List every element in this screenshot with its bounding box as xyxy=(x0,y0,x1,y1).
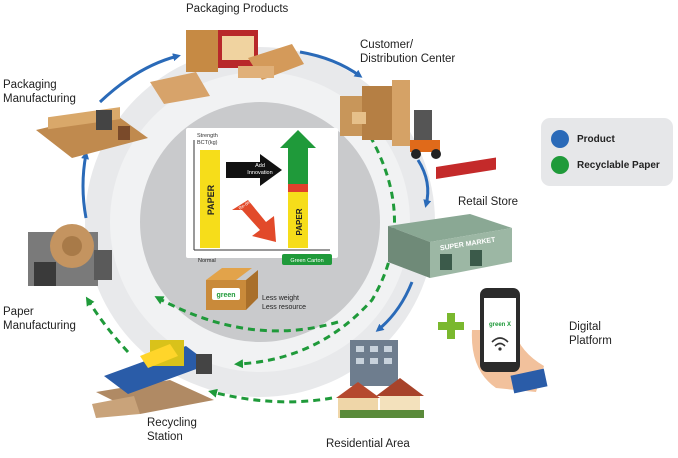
label-digital-platform-line2: Platform xyxy=(569,335,612,347)
label-customer-distribution-line2: Distribution Center xyxy=(360,53,456,65)
legend-dot-recyclable-paper xyxy=(551,156,569,174)
bar-right xyxy=(288,192,308,248)
x-axis-label: Normal xyxy=(198,258,216,264)
black-arrow-label-1: Add xyxy=(255,163,265,169)
label-paper-manufacturing-line2: Manufacturing xyxy=(3,320,76,332)
flow-arrow-products-to-distribution xyxy=(299,50,363,78)
paper-manufacturing-illustration xyxy=(28,224,112,286)
bar-right-label: PAPER xyxy=(295,208,304,235)
phone-brand: green X xyxy=(489,322,511,328)
label-customer-distribution-line1: Customer/ xyxy=(360,39,414,51)
legend-item-product: Product xyxy=(551,129,615,149)
recycle-arrow-residential-to-recycling xyxy=(208,388,333,404)
label-packaging-manufacturing: Packaging Manufacturing xyxy=(3,78,76,106)
legend-label-recyclable-paper: Recyclable Paper xyxy=(577,159,660,171)
label-digital-platform-line1: Digital xyxy=(569,321,601,333)
center-chart: Strength BCT(kg) PAPER Add Innovation PA… xyxy=(186,128,338,265)
label-packaging-manufacturing-line2: Manufacturing xyxy=(3,93,76,105)
red-arrow xyxy=(232,200,276,242)
green-carton-box: green xyxy=(206,268,258,310)
y-axis-label-1: Strength xyxy=(197,133,218,139)
bar-left xyxy=(200,150,220,248)
label-paper-manufacturing: Paper Manufacturing xyxy=(3,305,76,333)
label-packaging-products: Packaging Products xyxy=(186,3,289,15)
flow-arrow-distribution-to-retail xyxy=(416,159,432,208)
residential-area-illustration xyxy=(336,340,424,418)
bar-left-label: PAPER xyxy=(206,184,216,215)
flow-arrow-packaging-to-products xyxy=(98,53,181,104)
green-carton-badge xyxy=(282,254,332,265)
recycling-station-illustration xyxy=(92,340,214,418)
black-arrow-label-2: Innovation xyxy=(247,170,272,176)
recycle-arrow-center-to-recycling xyxy=(154,296,339,333)
packaging-manufacturing-illustration xyxy=(36,107,148,158)
legend-item-recyclable-paper: Recyclable Paper xyxy=(551,155,660,175)
benefit-less-resource: Less resource xyxy=(262,304,306,311)
label-retail-store: Retail Store xyxy=(458,196,519,208)
flow-arrow-paper-to-packaging xyxy=(81,151,90,219)
recycle-arrow-recycling-to-paper xyxy=(85,296,130,354)
label-recycling-station-line2: Station xyxy=(147,431,183,443)
label-residential-area: Residential Area xyxy=(326,438,410,450)
green-carton-label: Green Carton xyxy=(290,258,323,264)
flow-arrow-retail-to-residential xyxy=(375,281,414,332)
smartphone-illustration: green X xyxy=(471,288,548,394)
benefit-less-weight: Less weight xyxy=(262,295,299,302)
legend-label-product: Product xyxy=(577,133,615,145)
legend: Product Recyclable Paper xyxy=(541,118,673,186)
label-packaging-manufacturing-line1: Packaging xyxy=(3,79,57,91)
label-customer-distribution: Customer/ Distribution Center xyxy=(360,38,455,66)
green-up-arrow xyxy=(280,130,316,184)
distribution-center-illustration xyxy=(340,80,441,159)
label-recycling-station-line1: Recycling xyxy=(147,417,197,429)
label-recycling-station: Recycling Station xyxy=(147,416,197,444)
label-digital-platform: Digital Platform xyxy=(569,320,612,348)
box-brand-label: green xyxy=(216,292,235,299)
black-arrow xyxy=(226,154,282,186)
legend-dot-product xyxy=(551,130,569,148)
packaging-products-illustration xyxy=(150,30,304,104)
label-paper-manufacturing-line1: Paper xyxy=(3,306,34,318)
red-band xyxy=(288,184,308,192)
plus-icon xyxy=(438,313,464,339)
y-axis-label-2: BCT(kg) xyxy=(197,140,218,146)
recycle-arrow-distribution-inner xyxy=(234,135,396,369)
retail-store-illustration: SUPER MARKET xyxy=(388,157,512,278)
